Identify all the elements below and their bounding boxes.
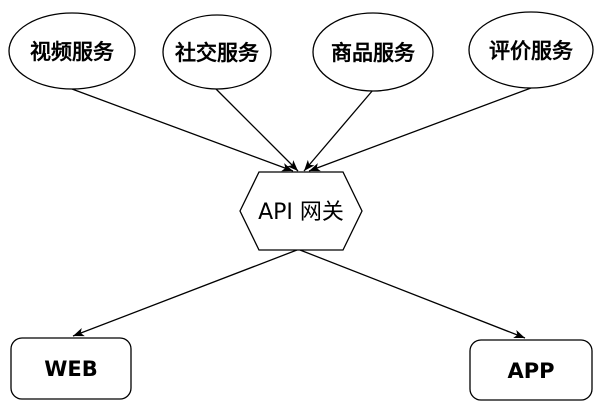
app-client-label: APP xyxy=(507,359,554,383)
review-service-label: 评价服务 xyxy=(489,39,574,63)
node-review-service: 评价服务 xyxy=(468,11,594,89)
app-client-box xyxy=(469,339,593,401)
social-service-ellipse xyxy=(162,14,272,90)
web-client-label: WEB xyxy=(44,357,98,381)
product-service-label: 商品服务 xyxy=(331,41,416,65)
node-api-gateway: API 网关 xyxy=(239,171,363,251)
edge-gateway-to-web xyxy=(72,249,298,337)
node-social-service: 社交服务 xyxy=(162,14,272,90)
api-gateway-hexagon xyxy=(239,171,363,251)
social-service-label: 社交服务 xyxy=(174,41,260,65)
edge-gateway-to-app xyxy=(299,249,526,339)
product-service-ellipse xyxy=(312,12,434,92)
node-video-service: 视频服务 xyxy=(8,12,136,90)
node-product-service: 商品服务 xyxy=(312,12,434,92)
api-gateway-label: API 网关 xyxy=(258,200,344,225)
edges-layer xyxy=(71,87,532,339)
review-service-ellipse xyxy=(468,11,594,89)
edge-video-to-gateway xyxy=(71,88,294,172)
edge-review-to-gateway xyxy=(308,87,532,172)
web-client-box xyxy=(10,337,132,400)
video-service-label: 视频服务 xyxy=(30,40,115,64)
edge-social-to-gateway xyxy=(215,88,299,172)
video-service-ellipse xyxy=(8,12,136,90)
node-web-client: WEB xyxy=(10,337,132,400)
node-app-client: APP xyxy=(469,339,593,401)
edge-product-to-gateway xyxy=(303,89,374,172)
